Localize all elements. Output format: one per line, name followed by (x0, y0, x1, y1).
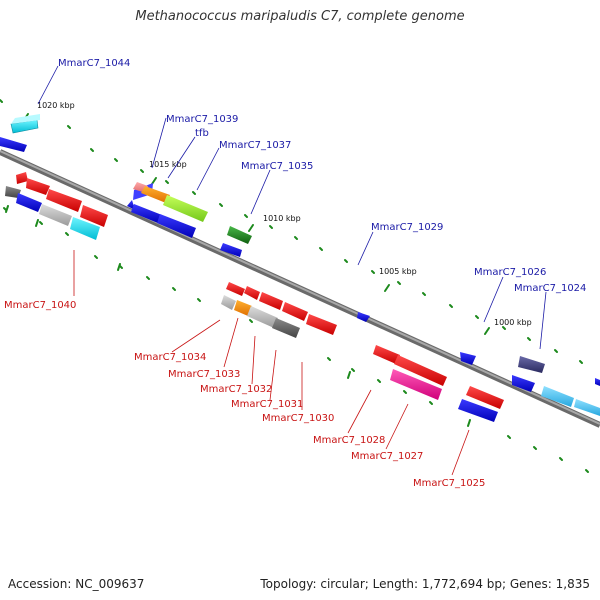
gene-label-mmarc7-1044[interactable]: MmarC7_1044 (58, 58, 130, 69)
genes-reverse-strand (5, 172, 504, 422)
gene-label-mmarc7-1033[interactable]: MmarC7_1033 (168, 369, 240, 380)
scale-label-1005: 1005 kbp (379, 267, 417, 276)
gene-label-mmarc7-1040[interactable]: MmarC7_1040 (4, 300, 76, 311)
scale-label-1015: 1015 kbp (149, 160, 187, 169)
gene-label-mmarc7-1024[interactable]: MmarC7_1024 (514, 283, 586, 294)
gene-label-tfb[interactable]: tfb (195, 128, 209, 139)
gene-label-mmarc7-1039[interactable]: MmarC7_1039 (166, 114, 238, 125)
gene-label-mmarc7-1025[interactable]: MmarC7_1025 (413, 478, 485, 489)
gene-label-mmarc7-1035[interactable]: MmarC7_1035 (241, 161, 313, 172)
gene-label-mmarc7-1027[interactable]: MmarC7_1027 (351, 451, 423, 462)
callout-lines-top (37, 65, 547, 350)
gene-label-mmarc7-1026[interactable]: MmarC7_1026 (474, 267, 546, 278)
gene-label-mmarc7-1034[interactable]: MmarC7_1034 (134, 352, 206, 363)
gene-label-mmarc7-1029[interactable]: MmarC7_1029 (371, 222, 443, 233)
gene-label-mmarc7-1028[interactable]: MmarC7_1028 (313, 435, 385, 446)
gene-label-mmarc7-1030[interactable]: MmarC7_1030 (262, 413, 334, 424)
scale-ticks (0, 99, 589, 473)
map-title: Methanococcus maripaludis C7, complete g… (135, 9, 465, 24)
scale-label-1010: 1010 kbp (263, 214, 301, 223)
callout-lines-bottom (73, 250, 470, 476)
genes-forward-strand (0, 114, 600, 416)
gene-label-mmarc7-1037[interactable]: MmarC7_1037 (219, 140, 291, 151)
scale-label-1000: 1000 kbp (494, 318, 532, 327)
accession-text: Accession: NC_009637 (8, 577, 145, 591)
gene-label-mmarc7-1031[interactable]: MmarC7_1031 (231, 399, 303, 410)
scale-label-1020: 1020 kbp (37, 101, 75, 110)
genome-summary-text: Topology: circular; Length: 1,772,694 bp… (260, 577, 590, 591)
gene-label-mmarc7-1032[interactable]: MmarC7_1032 (200, 384, 272, 395)
genome-backbone (0, 149, 600, 428)
